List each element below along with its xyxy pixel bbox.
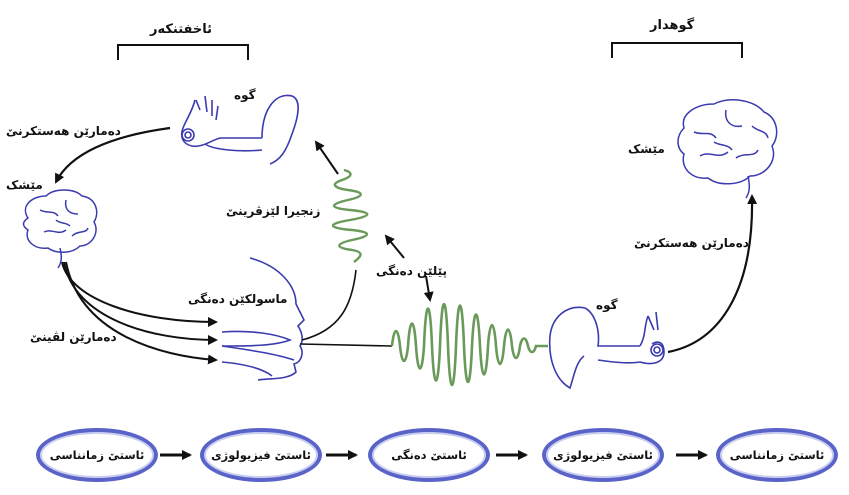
sound-label-arrow-up — [384, 234, 405, 259]
level-oval-linguistic-speaker: ئاستێ زمانناسی — [36, 428, 158, 482]
speaker-head-icon — [221, 257, 305, 381]
feedback-link-label: زنجیرا لێزڤرینێ — [226, 204, 321, 218]
sound-wave — [390, 303, 548, 386]
speaker-brain-icon — [22, 189, 98, 269]
speaker-ear-label: گوە — [234, 88, 256, 102]
motor-arrow-3 — [65, 261, 218, 365]
listener-title: گوهدار — [650, 18, 695, 33]
level-label: ئاستێ زمانناسی — [49, 448, 145, 462]
level-oval-physiological-speaker: ئاستێ فیزیولوژی — [200, 428, 322, 482]
level-oval-linguistic-listener: ئاستێ زمانناسی — [716, 428, 838, 482]
speaker-title: ئاخفتنکەر — [150, 22, 213, 37]
speaker-sensory-arrow — [55, 126, 171, 184]
listener-sensory-nerves-label: دەمارێن هەستکرنێ — [634, 236, 749, 250]
level-oval-acoustic: ئاستێ دەنگی — [368, 428, 490, 482]
listener-brain-icon — [677, 99, 778, 199]
feedback-arrow — [314, 140, 339, 175]
speaker-brain-label: مێشک — [6, 178, 43, 192]
listener-sensory-arrow — [667, 194, 758, 354]
sound-waves-label: پێلێن دەنگی — [376, 264, 448, 278]
listener-brain-label: مێشک — [628, 142, 665, 156]
speaker-bracket — [117, 44, 249, 60]
speaker-sensory-nerves-label: دەمارێن هەستکرنێ — [6, 124, 121, 138]
level-oval-physiological-listener: ئاستێ فیزیولوژی — [542, 428, 664, 482]
feedback-wave — [331, 168, 369, 263]
motor-nerves-label: دەمارێن لڤینێ — [30, 330, 117, 344]
listener-ear-icon — [548, 306, 665, 390]
sound-label-arrow-down — [423, 275, 434, 302]
level-label: ئاستێ دەنگی — [391, 448, 467, 462]
vocal-organs-label: ماسولکێن دەنگی — [188, 292, 288, 306]
feedback-line — [301, 269, 357, 341]
listener-ear-label: گوە — [596, 298, 618, 312]
mouth-output-line — [299, 343, 393, 347]
speaker-ear-icon — [180, 94, 299, 165]
level-label: ئاستێ فیزیولوژی — [553, 448, 653, 462]
listener-bracket — [611, 42, 743, 58]
level-label: ئاستێ فیزیولوژی — [211, 448, 311, 462]
level-label: ئاستێ زمانناسی — [729, 448, 825, 462]
